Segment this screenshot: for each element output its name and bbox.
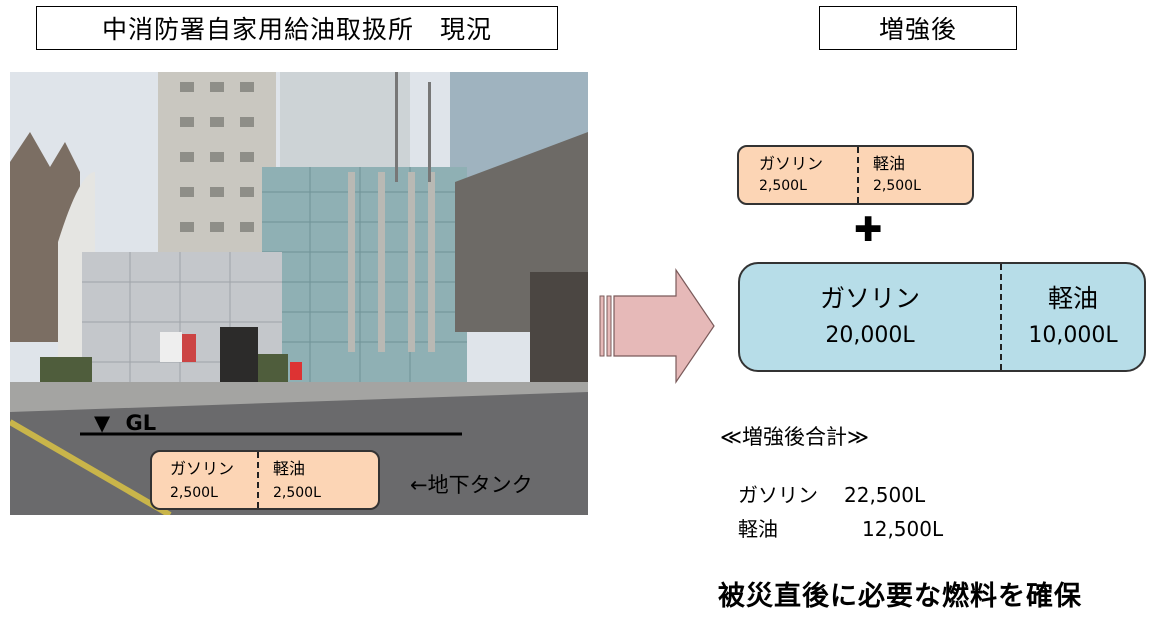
gasoline-amount: 2,500L [170,485,218,501]
summary-gasoline-row: ガソリン 22,500L [738,478,943,512]
summary-list: ガソリン 22,500L 軽油 12,500L [738,478,943,546]
new-tank: ガソリン 20,000L 軽油 10,000L [738,262,1146,372]
after-reinforcement-title: 増強後 [819,6,1017,50]
summary-gasoline-label: ガソリン [738,483,818,507]
conclusion-text: 被災直後に必要な燃料を確保 [718,581,1082,612]
current-status-title: 中消防署自家用給油取扱所 現況 [36,6,558,50]
current-status-title-text: 中消防署自家用給油取扱所 現況 [101,15,492,44]
summary-diesel-label: 軽油 [738,517,778,541]
diesel-label: 軽油 [873,154,906,173]
plus-icon: ✚ [854,210,883,250]
gl-marker: ▼ GL [94,411,156,435]
diesel-amount: 2,500L [273,485,321,501]
gasoline-amount: 2,500L [759,178,807,194]
gasoline-label: ガソリン [170,459,235,478]
diesel-amount: 2,500L [873,178,921,194]
new-tank-gasoline: ガソリン 20,000L [740,264,1000,370]
gasoline-label: ガソリン [759,154,824,173]
underground-tank-diesel: 軽油 2,500L [257,452,321,508]
gl-label-text: GL [125,411,157,435]
gasoline-label: ガソリン [819,284,920,313]
gl-triangle-icon: ▼ [94,411,111,435]
underground-tank: ガソリン 2,500L 軽油 2,500L [150,450,380,510]
summary-diesel-row: 軽油 12,500L [738,512,943,546]
underground-tank-gasoline: ガソリン 2,500L [152,452,257,508]
summary-diesel-amount: 12,500L [862,517,944,541]
diesel-label: 軽油 [273,459,306,478]
existing-tank-diesel: 軽油 2,500L [857,147,921,203]
existing-tank: ガソリン 2,500L 軽油 2,500L [737,145,974,205]
gasoline-amount: 20,000L [825,323,915,348]
summary-heading: ≪増強後合計≫ [720,425,869,449]
facility-photo: ▼ GL ガソリン 2,500L 軽油 2,500L ←地下タンク [10,72,588,515]
underground-tank-caption: ←地下タンク [410,473,533,497]
existing-tank-gasoline: ガソリン 2,500L [739,147,857,203]
arrow-right-icon [599,268,715,384]
new-tank-diesel: 軽油 10,000L [1000,264,1144,370]
diesel-amount: 10,000L [1028,323,1118,348]
summary-gasoline-amount: 22,500L [844,483,926,507]
after-reinforcement-title-text: 増強後 [878,15,957,44]
diesel-label: 軽油 [1047,284,1098,313]
